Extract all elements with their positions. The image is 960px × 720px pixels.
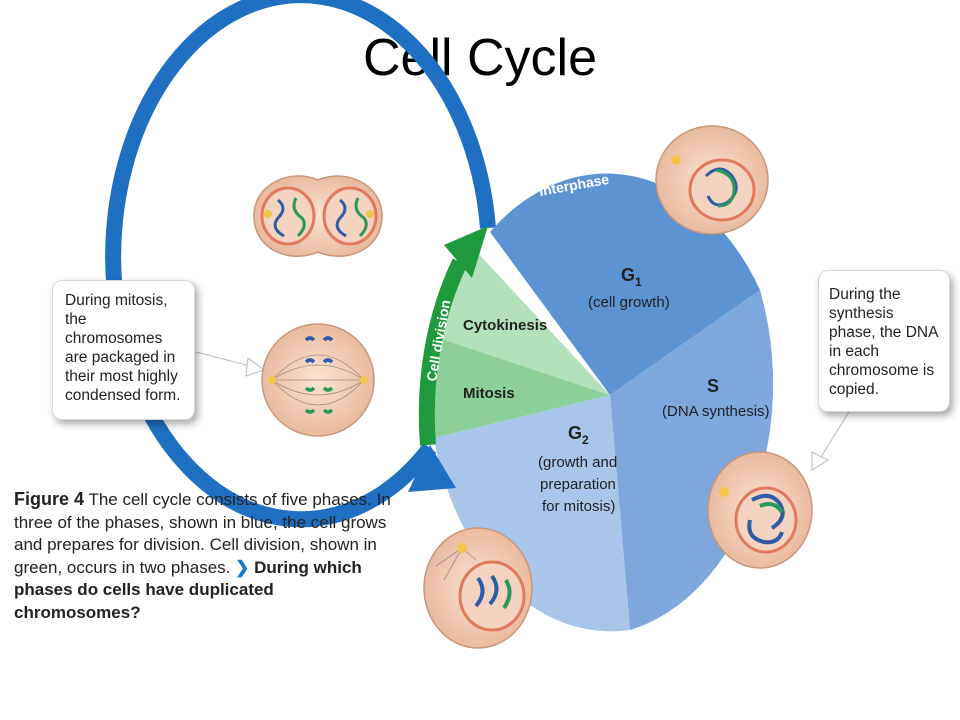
synthesis-callout: During the synthesis phase, the DNA in e…	[818, 270, 950, 412]
caption-text: The cell cycle consists of five phases. …	[14, 490, 391, 577]
right-callout-arrowhead	[811, 451, 830, 471]
left-callout-arrowhead	[245, 357, 266, 377]
g2-label: G2	[568, 423, 589, 447]
cell-division-arc	[418, 258, 468, 446]
figure-label: Figure 4	[14, 489, 85, 509]
phase-wedges	[427, 173, 774, 632]
s-phase-cell-illustration	[707, 451, 813, 569]
s-label: S	[707, 376, 719, 396]
cell-division-arrowhead	[444, 226, 488, 278]
g2-description-line-1: (growth and	[538, 454, 617, 471]
mitosis-cell-illustration	[261, 323, 375, 437]
interphase-arrowhead	[408, 445, 456, 492]
g1-cell-illustration	[655, 125, 769, 235]
mitosis-callout: During mitosis, the chromosomes are pack…	[52, 280, 195, 420]
g2-description-line-3: for mitosis)	[542, 498, 615, 515]
g1-description: (cell growth)	[588, 294, 670, 311]
caption-question: During which phases do cells have duplic…	[14, 557, 362, 622]
cytokinesis-cell-illustration	[253, 175, 383, 257]
g1-label: G1	[621, 265, 642, 289]
mitosis-label: Mitosis	[463, 385, 515, 402]
figure-caption: Figure 4 The cell cycle consists of five…	[14, 488, 394, 624]
interphase-ring	[105, 0, 496, 528]
right-callout-arrow-outline	[817, 409, 851, 463]
mitosis-wedge	[427, 335, 610, 438]
g2-wedge	[434, 395, 630, 632]
chevron-right-icon: ❯	[235, 557, 250, 577]
cytokinesis-wedge	[430, 250, 610, 395]
cytokinesis-label: Cytokinesis	[463, 317, 547, 334]
g2-cell-illustration	[423, 527, 533, 649]
s-description: (DNA synthesis)	[662, 403, 770, 420]
s-wedge	[610, 290, 774, 630]
g2-description-line-2: preparation	[540, 476, 616, 493]
